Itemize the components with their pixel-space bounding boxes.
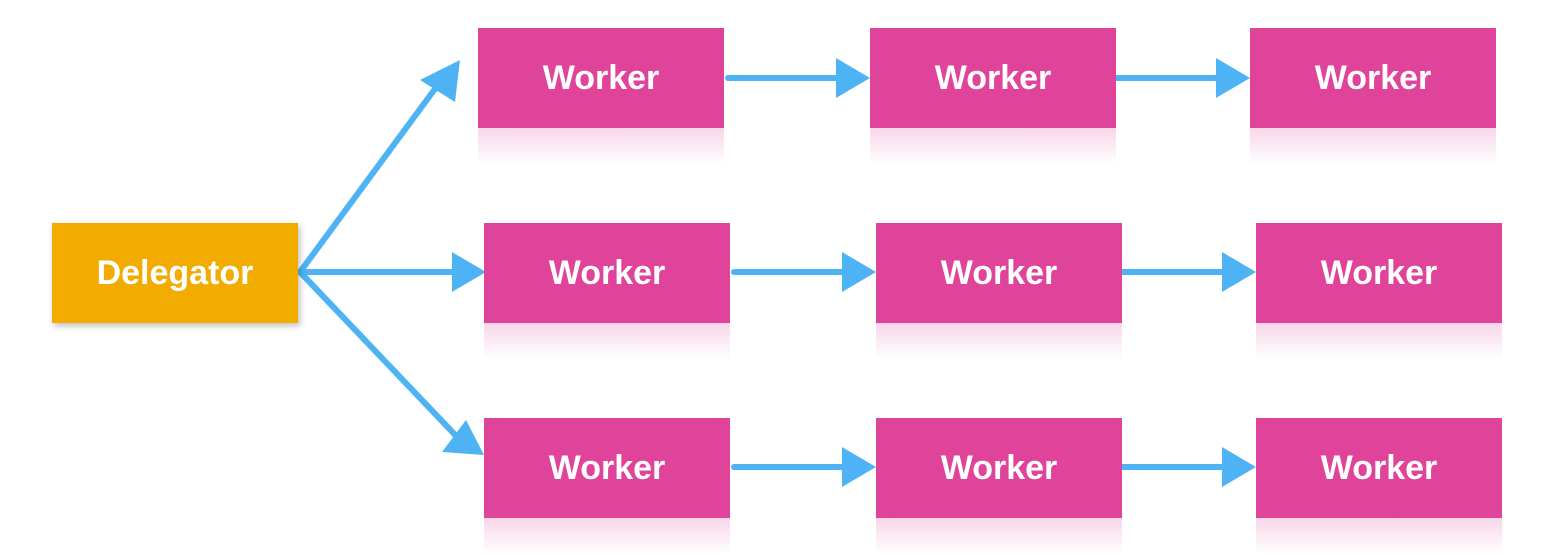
worker-label: Worker [1314,58,1432,97]
worker-label: Worker [940,448,1058,487]
arrow-delegator-to-worker-1-1 [297,79,443,275]
worker-box-2-2: Worker [876,223,1122,359]
arrowhead-2-2 [842,252,876,292]
worker-label: Worker [542,58,660,97]
worker-label: Worker [1320,448,1438,487]
worker-label: Worker [548,448,666,487]
arrowhead-3-2 [842,447,876,487]
arrowhead-2-3 [1222,252,1256,292]
delegator-box: Delegator [52,223,298,323]
arrowhead-3-3 [1222,447,1256,487]
worker-box-3-1: Worker [484,418,730,554]
worker-box-1-1: Worker [478,28,724,164]
worker-label: Worker [934,58,1052,97]
worker-box-3-3: Worker [1256,418,1502,554]
worker-label: Worker [1320,253,1438,292]
arrow-delegator-to-worker-3-1 [297,269,463,443]
arrowhead-1-2 [836,58,870,98]
worker-box-3-2: Worker [876,418,1122,554]
arrowhead-1-3 [1216,58,1250,98]
worker-label: Worker [940,253,1058,292]
delegator-label: Delegator [96,253,254,292]
worker-box-2-1: Worker [484,223,730,359]
arrowhead-1-1 [420,60,460,102]
arrowhead-2-1 [452,252,486,292]
worker-box-2-3: Worker [1256,223,1502,359]
worker-box-1-3: Worker [1250,28,1496,164]
worker-box-1-2: Worker [870,28,1116,164]
worker-label: Worker [548,253,666,292]
arrowhead-3-1 [442,420,484,455]
